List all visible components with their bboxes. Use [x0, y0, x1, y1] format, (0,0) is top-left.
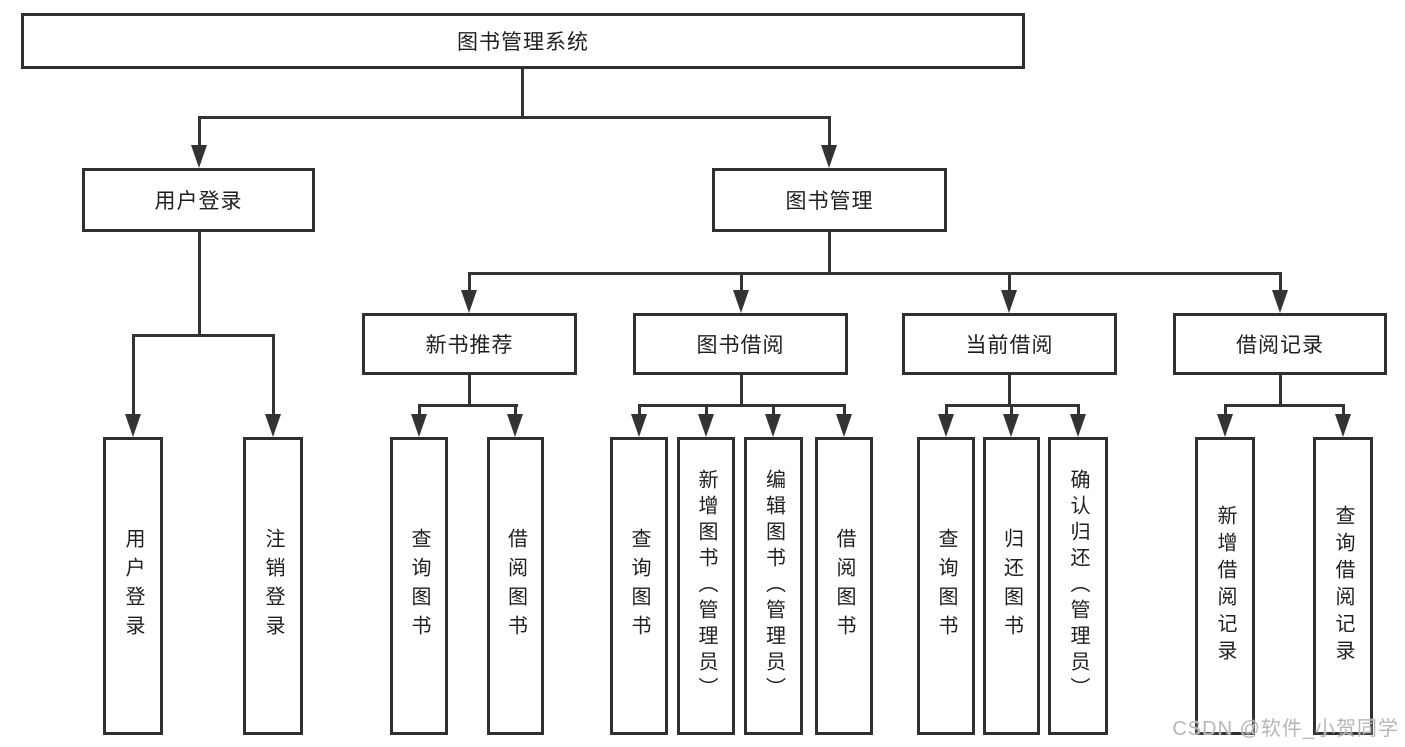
- connector-line: [1008, 272, 1011, 294]
- connector-line: [828, 116, 831, 151]
- node-library-management-system: 图书管理系统: [21, 13, 1025, 69]
- connector-line: [1008, 375, 1011, 406]
- node-label: 图书管理系统: [457, 31, 589, 54]
- leaf-borrow-books-recommend: 借阅图书: [487, 437, 544, 735]
- arrowhead-icon: [1070, 414, 1086, 437]
- node-label: 用户登录: [122, 528, 144, 644]
- arrowhead-icon: [265, 414, 281, 437]
- connector-line: [1279, 272, 1282, 294]
- leaf-return-books: 归还图书: [983, 437, 1040, 735]
- connector-line: [1224, 404, 1227, 418]
- connector-line: [418, 404, 518, 407]
- leaf-confirm-return-admin: 确认归还（管理员）: [1048, 437, 1108, 735]
- leaf-user-login: 用户登录: [103, 437, 163, 735]
- connector-line: [132, 334, 275, 337]
- connector-line: [740, 272, 743, 294]
- node-label: 确认归还（管理员）: [1067, 469, 1089, 703]
- node-label: 图书借阅: [696, 334, 785, 357]
- node-label: 新增借阅记录: [1214, 505, 1236, 667]
- node-label: 借阅图书: [504, 528, 527, 644]
- arrowhead-icon: [938, 414, 954, 437]
- node-user-login: 用户登录: [82, 168, 315, 232]
- arrowhead-icon: [1001, 290, 1017, 313]
- node-label: 查询借阅记录: [1332, 505, 1354, 667]
- connector-line: [828, 232, 831, 274]
- arrowhead-icon: [461, 290, 477, 313]
- connector-line: [1342, 404, 1345, 418]
- node-borrowing-records: 借阅记录: [1173, 313, 1387, 375]
- leaf-logout: 注销登录: [243, 437, 303, 735]
- leaf-borrow-books-borrowing: 借阅图书: [815, 437, 873, 735]
- connector-line: [468, 272, 471, 294]
- arrowhead-icon: [125, 414, 141, 437]
- connector-line: [418, 404, 421, 418]
- leaf-query-books-current: 查询图书: [917, 437, 975, 735]
- node-label: 图书管理: [785, 190, 874, 213]
- node-label: 借阅记录: [1236, 334, 1324, 357]
- leaf-query-borrow-record: 查询借阅记录: [1313, 437, 1373, 735]
- connector-line: [132, 334, 135, 419]
- connector-line: [468, 272, 1282, 275]
- arrowhead-icon: [1272, 290, 1288, 313]
- arrowhead-icon: [821, 145, 837, 168]
- connector-line: [772, 404, 775, 418]
- connector-line: [705, 404, 708, 418]
- connector-line: [1279, 375, 1282, 406]
- node-book-borrowing: 图书借阅: [633, 313, 848, 375]
- arrowhead-icon: [1217, 414, 1233, 437]
- node-book-management: 图书管理: [712, 168, 947, 232]
- arrowhead-icon: [733, 290, 749, 313]
- connector-line: [1224, 404, 1345, 407]
- connector-line: [638, 404, 641, 418]
- leaf-query-books-borrowing: 查询图书: [610, 437, 668, 735]
- node-label: 查询图书: [628, 528, 650, 644]
- node-label: 当前借阅: [965, 334, 1054, 357]
- arrowhead-icon: [507, 414, 523, 437]
- node-label: 归还图书: [1000, 528, 1023, 644]
- node-new-book-recommend: 新书推荐: [362, 313, 577, 375]
- leaf-add-books-admin: 新增图书（管理员）: [677, 437, 735, 735]
- arrowhead-icon: [1003, 414, 1019, 437]
- node-label: 查询图书: [935, 528, 957, 644]
- arrowhead-icon: [836, 414, 852, 437]
- connector-line: [740, 375, 743, 406]
- connector-line: [843, 404, 846, 418]
- connector-line: [521, 69, 524, 118]
- arrowhead-icon: [765, 414, 781, 437]
- node-label: 新书推荐: [425, 334, 514, 357]
- arrowhead-icon: [698, 414, 714, 437]
- node-label: 注销登录: [262, 528, 284, 644]
- arrowhead-icon: [411, 414, 427, 437]
- csdn-watermark: CSDN @软件_小贺同学: [1172, 718, 1399, 740]
- node-label: 编辑图书（管理员）: [762, 469, 785, 703]
- node-label: 查询图书: [408, 528, 430, 644]
- node-current-borrowing: 当前借阅: [902, 313, 1117, 375]
- connector-line: [198, 232, 201, 336]
- leaf-query-books-recommend: 查询图书: [390, 437, 448, 735]
- connector-line: [638, 404, 846, 407]
- node-label: 借阅图书: [833, 528, 855, 644]
- connector-line: [1077, 404, 1080, 418]
- arrowhead-icon: [631, 414, 647, 437]
- connector-line: [1010, 404, 1013, 418]
- connector-line: [272, 334, 275, 419]
- leaf-add-borrow-record: 新增借阅记录: [1195, 437, 1255, 735]
- connector-line: [198, 116, 201, 151]
- connector-line: [945, 404, 948, 418]
- arrowhead-icon: [191, 145, 207, 168]
- node-label: 新增图书（管理员）: [695, 469, 717, 703]
- arrowhead-icon: [1335, 414, 1351, 437]
- connector-line: [198, 116, 831, 119]
- connector-line: [468, 375, 471, 406]
- leaf-edit-books-admin: 编辑图书（管理员）: [744, 437, 803, 735]
- node-label: 用户登录: [154, 190, 243, 213]
- connector-line: [514, 404, 517, 418]
